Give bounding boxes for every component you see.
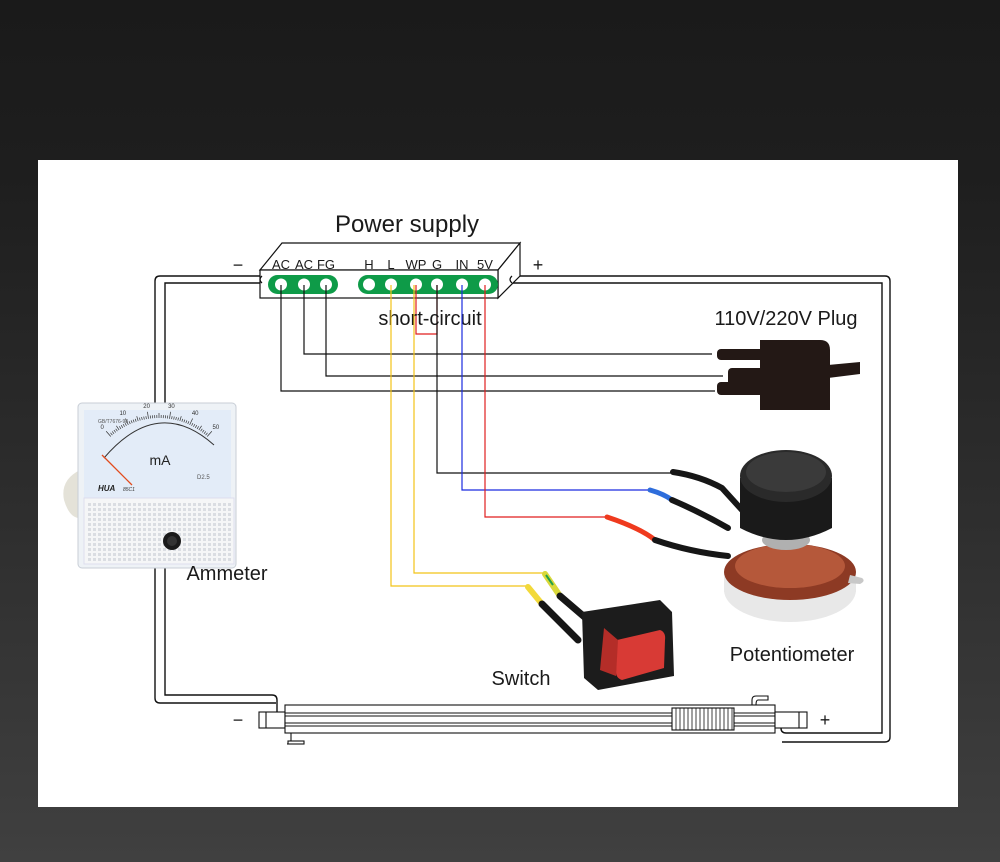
plug-wires <box>280 285 723 392</box>
ammeter-tick <box>145 416 147 420</box>
ammeter-tick <box>200 428 203 432</box>
terminal-label: H <box>364 257 373 272</box>
ammeter-tick <box>183 419 186 423</box>
ammeter-tick <box>198 425 202 431</box>
ammeter-tick-label: 0 <box>100 425 104 431</box>
ammeter-tick <box>124 422 127 426</box>
terminal-label: G <box>432 257 442 272</box>
ammeter-brand: HUA <box>98 484 116 493</box>
ammeter-tick <box>134 418 137 422</box>
ammeter-tick <box>110 432 113 436</box>
ammeter-class: D2.5 <box>197 475 210 481</box>
tube-icon <box>258 695 808 745</box>
terminal-label: 5V <box>477 257 493 272</box>
ammeter-tick <box>105 431 112 437</box>
terminal-l <box>385 278 397 291</box>
short-circuit-label: short-circuit <box>378 308 482 330</box>
power-supply-title: Power supply <box>335 211 479 238</box>
ammeter-tick <box>196 426 199 430</box>
potentiometer-icon <box>604 450 864 622</box>
positive-sign: + <box>533 255 544 275</box>
ammeter-tick <box>132 419 135 423</box>
ammeter-tick <box>185 420 188 424</box>
tube-positive-sign: + <box>820 710 831 730</box>
ammeter-tick <box>136 416 139 422</box>
terminal-label: L <box>387 257 394 272</box>
terminal-label: AC <box>295 257 313 272</box>
terminal-ac <box>275 278 287 291</box>
ammeter-tick <box>115 428 118 432</box>
terminal-5v <box>479 278 491 291</box>
ammeter-tick <box>125 418 129 426</box>
ammeter-model: 85C1 <box>123 487 135 493</box>
terminal-label: FG <box>317 257 335 272</box>
ammeter-tick <box>202 429 205 433</box>
ammeter-tick <box>194 425 198 428</box>
potentiometer-label: Potentiometer <box>730 644 855 666</box>
ammeter-tick-label: 10 <box>119 411 126 417</box>
ammeter-tick <box>120 425 124 428</box>
ammeter-tick <box>130 420 133 424</box>
ammeter-tick <box>147 411 149 419</box>
ammeter-tick <box>139 417 141 421</box>
ammeter-tick <box>175 416 177 421</box>
ammeter-tick <box>203 431 207 434</box>
ammeter-tick <box>187 421 190 425</box>
positive-loop-wire <box>512 275 891 743</box>
ammeter-tick <box>193 423 196 427</box>
ammeter-standard: GB/T7676-98 <box>98 419 128 425</box>
ammeter-tick <box>177 417 179 421</box>
terminal-ac <box>298 278 310 291</box>
ammeter-tick <box>189 418 193 426</box>
ammeter-tick <box>119 426 122 430</box>
terminal-g <box>431 278 443 291</box>
ammeter-tick <box>122 423 125 427</box>
terminal-label: IN <box>456 257 469 272</box>
ammeter-unit: mA <box>150 452 172 468</box>
ammeter-tick <box>143 416 145 420</box>
ammeter-tick <box>206 431 213 437</box>
ammeter-tick <box>181 418 184 422</box>
terminal-strip-control <box>358 275 498 294</box>
ammeter-tick <box>171 416 173 420</box>
ammeter-tick <box>113 429 116 433</box>
ammeter-tick <box>179 416 182 422</box>
terminal-in <box>456 278 468 291</box>
ammeter-label: Ammeter <box>186 563 267 585</box>
terminal-label: AC <box>272 257 290 272</box>
ammeter-tick-label: 40 <box>192 411 199 417</box>
g-wire <box>436 285 680 474</box>
switch-label: Switch <box>492 668 551 690</box>
terminal-wp <box>410 278 422 291</box>
plug-icon <box>717 340 860 410</box>
ammeter-tick <box>111 431 115 434</box>
ammeter-tick-label: 30 <box>168 404 175 410</box>
tube-coil <box>671 707 735 731</box>
switch-icon <box>525 571 674 690</box>
terminal-fg <box>320 278 332 291</box>
ammeter-tick-label: 20 <box>143 404 150 410</box>
wp-wire <box>413 285 545 574</box>
terminal-label: WP <box>406 257 427 272</box>
ammeter-tick <box>205 432 208 436</box>
in-wire <box>461 285 655 491</box>
terminal-h <box>363 278 375 291</box>
tube-negative-sign: − <box>233 710 244 730</box>
negative-sign: − <box>233 255 244 275</box>
plug-label: 110V/220V Plug <box>714 308 857 330</box>
ammeter-tick-label: 50 <box>213 425 220 431</box>
ammeter-tick <box>116 425 120 431</box>
ammeter-tick <box>191 422 194 426</box>
l-wire <box>390 285 528 587</box>
5v-wire <box>484 285 605 518</box>
ammeter-tick <box>169 411 171 419</box>
ammeter-icon: 0 10 20 30 40 50 mA GB/T7676-98 HUA 85C1 D2.5 <box>63 402 237 569</box>
ammeter-tick <box>141 416 143 421</box>
ammeter-tick <box>128 421 131 425</box>
ammeter-tick <box>173 416 175 420</box>
